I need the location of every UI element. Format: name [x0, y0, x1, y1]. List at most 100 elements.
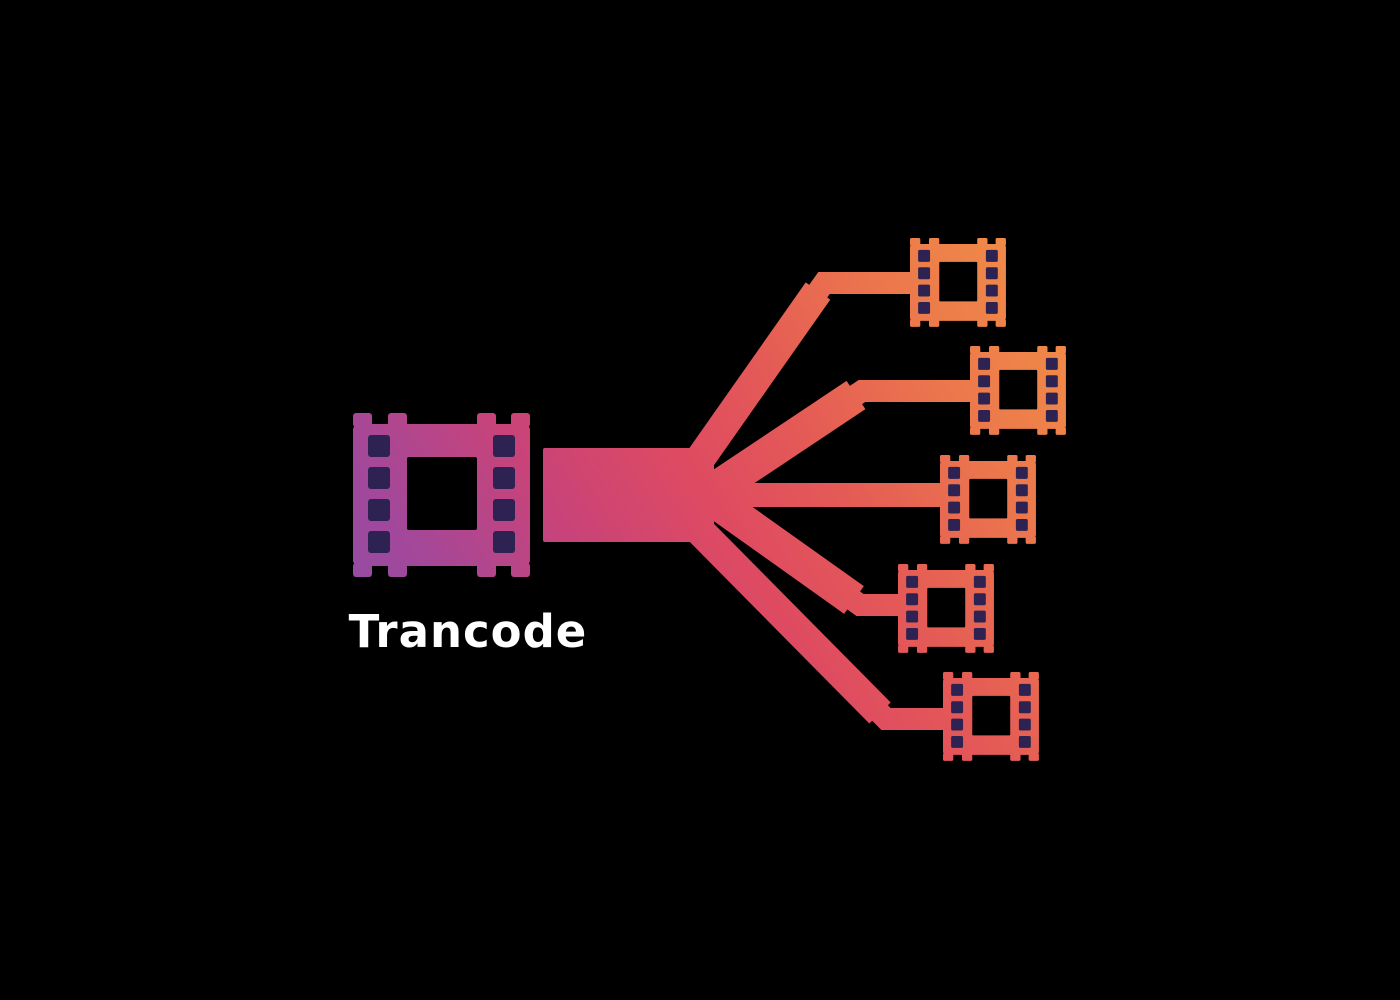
sprocket-hole	[368, 531, 390, 553]
sprocket-hole	[918, 267, 931, 280]
sprocket-hole	[951, 683, 964, 696]
film-frame-window	[927, 587, 966, 628]
sprocket-hole	[978, 392, 991, 405]
sprocket-hole	[906, 627, 919, 640]
film-sprocket-tab	[961, 753, 973, 761]
film-sprocket-tab	[511, 413, 530, 427]
film-frame-window	[969, 478, 1008, 519]
branches-layer	[687, 272, 984, 730]
sprocket-hole	[1018, 735, 1031, 748]
sprocket-hole	[368, 435, 390, 457]
sprocket-hole	[948, 466, 961, 479]
film-sprocket-tab	[958, 536, 970, 544]
film-sprocket-tab	[1037, 427, 1048, 435]
sprocket-hole	[918, 249, 931, 262]
sprocket-hole	[1015, 501, 1028, 514]
sprocket-hole	[985, 267, 998, 280]
film-sprocket-tab	[1025, 536, 1036, 544]
film-sprocket-tab	[477, 563, 496, 577]
sprocket-hole	[985, 249, 998, 262]
sprocket-hole	[1045, 392, 1058, 405]
output-film-strip-icon-3	[940, 455, 1036, 544]
film-sprocket-tab	[353, 413, 372, 427]
film-sprocket-tab	[388, 413, 407, 427]
film-sprocket-tab	[910, 319, 921, 327]
sprocket-hole	[985, 284, 998, 297]
logo-title: Trancode	[349, 605, 588, 658]
trunk-band	[543, 448, 714, 542]
film-sprocket-tab	[1055, 346, 1066, 354]
sprocket-hole	[973, 575, 986, 588]
film-sprocket-tab	[940, 536, 951, 544]
film-frame-window	[939, 261, 978, 302]
sprocket-hole	[1045, 375, 1058, 388]
sprocket-hole	[918, 301, 931, 314]
film-sprocket-tab	[1037, 346, 1048, 354]
film-sprocket-tab	[1055, 427, 1066, 435]
film-sprocket-tab	[477, 413, 496, 427]
output-film-strip-icon-1	[910, 238, 1006, 327]
film-sprocket-tab	[1028, 753, 1039, 761]
film-sprocket-tab	[1010, 753, 1021, 761]
sprocket-hole	[1015, 466, 1028, 479]
sprocket-hole	[1015, 484, 1028, 497]
film-sprocket-tab	[511, 563, 530, 577]
film-sprocket-tab	[977, 319, 988, 327]
film-sprocket-tab	[943, 672, 954, 680]
film-sprocket-tab	[961, 672, 973, 680]
film-sprocket-tab	[1028, 672, 1039, 680]
film-sprocket-tab	[977, 238, 988, 246]
output-film-strip-icon-2	[970, 346, 1066, 435]
film-sprocket-tab	[988, 427, 1000, 435]
sprocket-hole	[1015, 518, 1028, 531]
sprocket-hole	[368, 499, 390, 521]
sprocket-hole	[1018, 718, 1031, 731]
film-sprocket-tab	[970, 346, 981, 354]
film-sprocket-tab	[1007, 455, 1018, 463]
sprocket-hole	[951, 718, 964, 731]
branch-2-diagonal	[702, 380, 866, 506]
film-strips-layer	[353, 238, 1066, 761]
film-sprocket-tab	[1007, 536, 1018, 544]
film-sprocket-tab	[970, 427, 981, 435]
film-sprocket-tab	[965, 645, 976, 653]
film-sprocket-tab	[916, 645, 928, 653]
sprocket-hole	[1045, 409, 1058, 422]
sprocket-hole	[1018, 701, 1031, 714]
sprocket-hole	[493, 467, 515, 489]
sprocket-hole	[493, 499, 515, 521]
film-sprocket-tab	[928, 319, 940, 327]
output-film-strip-icon-5	[943, 672, 1039, 761]
film-sprocket-tab	[916, 564, 928, 572]
film-sprocket-tab	[928, 238, 940, 246]
branch-1-diagonal	[687, 282, 831, 468]
sprocket-hole	[978, 409, 991, 422]
sprocket-hole	[951, 701, 964, 714]
film-sprocket-tab	[940, 455, 951, 463]
film-frame-window	[407, 457, 477, 530]
film-frame-window	[972, 695, 1011, 736]
film-sprocket-tab	[1010, 672, 1021, 680]
sprocket-hole	[948, 501, 961, 514]
branch-5-diagonal	[689, 520, 891, 724]
sprocket-hole	[906, 610, 919, 623]
trunk-layer	[543, 448, 714, 542]
sprocket-hole	[985, 301, 998, 314]
sprocket-hole	[951, 735, 964, 748]
sprocket-hole	[978, 375, 991, 388]
sprocket-hole	[493, 531, 515, 553]
film-sprocket-tab	[958, 455, 970, 463]
sprocket-hole	[978, 357, 991, 370]
sprocket-hole	[493, 435, 515, 457]
film-sprocket-tab	[983, 645, 994, 653]
film-sprocket-tab	[995, 319, 1006, 327]
film-sprocket-tab	[388, 563, 407, 577]
sprocket-hole	[1018, 683, 1031, 696]
film-sprocket-tab	[995, 238, 1006, 246]
sprocket-hole	[973, 627, 986, 640]
sprocket-hole	[1045, 357, 1058, 370]
output-film-strip-icon-4	[898, 564, 994, 653]
film-sprocket-tab	[898, 645, 909, 653]
sprocket-hole	[906, 593, 919, 606]
